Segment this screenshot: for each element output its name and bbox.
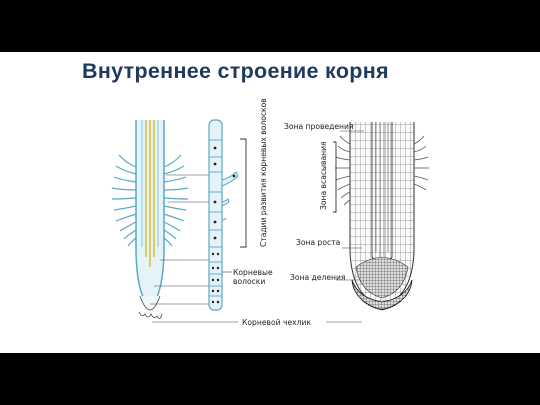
conduction-zone-label: Зона проведения [284, 122, 354, 131]
slide: Внутреннее строение корня [0, 52, 540, 353]
root-hairs-left [111, 154, 189, 247]
root-hair-development-strip [208, 119, 247, 311]
root-structure-diagram: Стадии развития корневых волосков Корнев… [111, 98, 429, 327]
root-cap-label: Корневой чехлик [242, 318, 311, 327]
root-section-right [333, 122, 429, 311]
slide-title: Внутреннее строение корня [82, 59, 389, 83]
root-diagram-left [111, 120, 238, 323]
absorption-zone-label: Зона всасывания [319, 141, 328, 210]
stages-bracket [240, 138, 247, 248]
absorption-bracket [333, 141, 337, 213]
growth-zone-label: Зона роста [296, 238, 340, 247]
root-hairs-right [335, 135, 429, 206]
root-hairs-label-line2: волоски [233, 277, 265, 286]
root-hairs-label-line1: Корневые [233, 268, 273, 277]
root-hair-stages-label: Стадии развития корневых волосков [259, 98, 268, 247]
division-zone-label: Зона деления [290, 273, 345, 282]
